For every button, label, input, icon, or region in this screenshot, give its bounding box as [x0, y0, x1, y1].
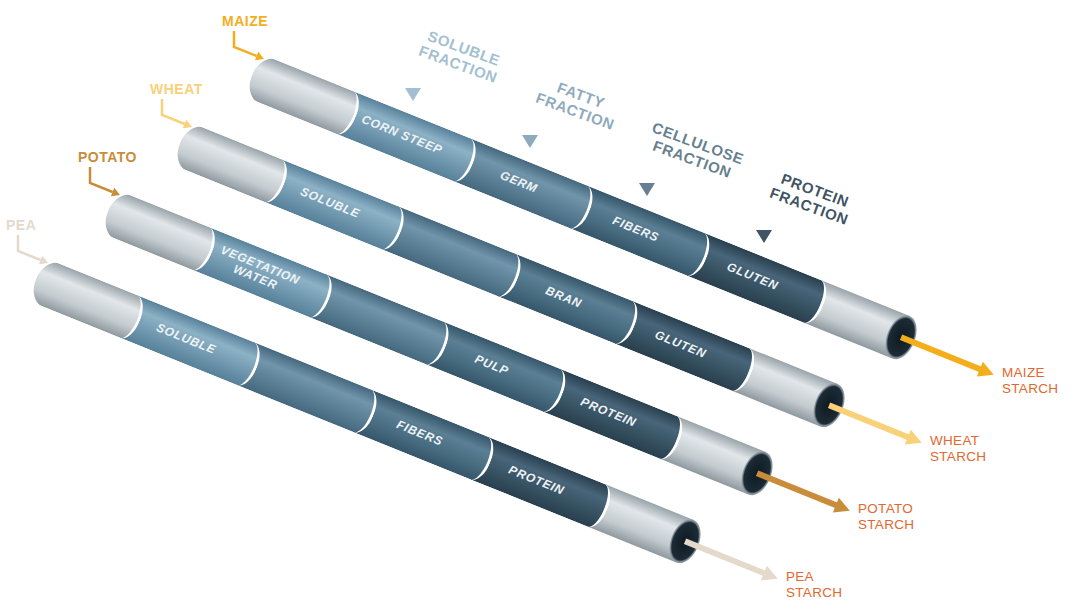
segment-label: PULP [473, 353, 511, 378]
source-label: MAIZE [222, 13, 268, 29]
fraction-triangle [405, 88, 421, 101]
fraction-header: CELLULOSE FRACTION [637, 117, 754, 186]
source-label: POTATO [78, 149, 137, 165]
inlet-arrow [18, 235, 41, 260]
outlet-arrow [748, 452, 860, 533]
pipe-inlet-cap [27, 258, 148, 343]
inlet-arrow [90, 167, 113, 192]
pipe-inlet-cap [99, 190, 220, 275]
outlet-arrow [676, 520, 788, 601]
fraction-header: SOLUBLE FRACTION [403, 22, 520, 91]
segment-label: SOLUBLE [154, 322, 217, 358]
segment-label: PROTEIN [506, 464, 566, 498]
arrow-head [39, 256, 48, 264]
arrow-shaft [901, 337, 983, 370]
outlet-arrow [820, 384, 932, 465]
arrow-head [905, 430, 925, 450]
arrow-head [111, 188, 120, 196]
segment-label: CORN STEEP [359, 113, 444, 157]
product-label: POTATO STARCH [858, 501, 924, 533]
arrow-head [183, 120, 192, 128]
fraction-triangle [522, 135, 538, 148]
segment-label: PROTEIN [578, 396, 638, 430]
source-label: WHEAT [150, 81, 203, 97]
arrow-head [977, 362, 997, 382]
product-label: MAIZE STARCH [1002, 365, 1068, 397]
arrow-head [255, 52, 264, 60]
product-label: PEA STARCH [786, 569, 852, 601]
pipe-inlet-cap [243, 54, 364, 139]
inlet-arrow [234, 31, 257, 56]
segment-label: GLUTEN [653, 329, 708, 362]
segment-label: BRAN [543, 285, 583, 311]
segment-label: GERM [498, 169, 539, 196]
segment-label: FIBERS [610, 215, 660, 246]
fraction-header: PROTEIN FRACTION [754, 164, 871, 233]
product-label: WHEAT STARCH [930, 433, 996, 465]
inlet-arrow [162, 99, 185, 124]
source-label: PEA [6, 217, 36, 233]
segment-label: SOLUBLE [298, 186, 361, 222]
arrow-head [833, 498, 853, 518]
segment-label: FIBERS [394, 419, 444, 450]
fraction-triangle [639, 183, 655, 196]
segment-label: VEGETATION WATER [205, 240, 311, 303]
pipe-inlet-cap [171, 122, 292, 207]
fraction-triangle [756, 230, 772, 243]
arrow-shaft [829, 405, 911, 438]
fraction-header: FATTY FRACTION [520, 69, 637, 138]
segment-label: GLUTEN [725, 261, 780, 294]
arrow-shaft [757, 473, 839, 506]
arrow-shaft [685, 541, 767, 574]
outlet-arrow [892, 316, 1004, 397]
arrow-head [761, 566, 781, 586]
